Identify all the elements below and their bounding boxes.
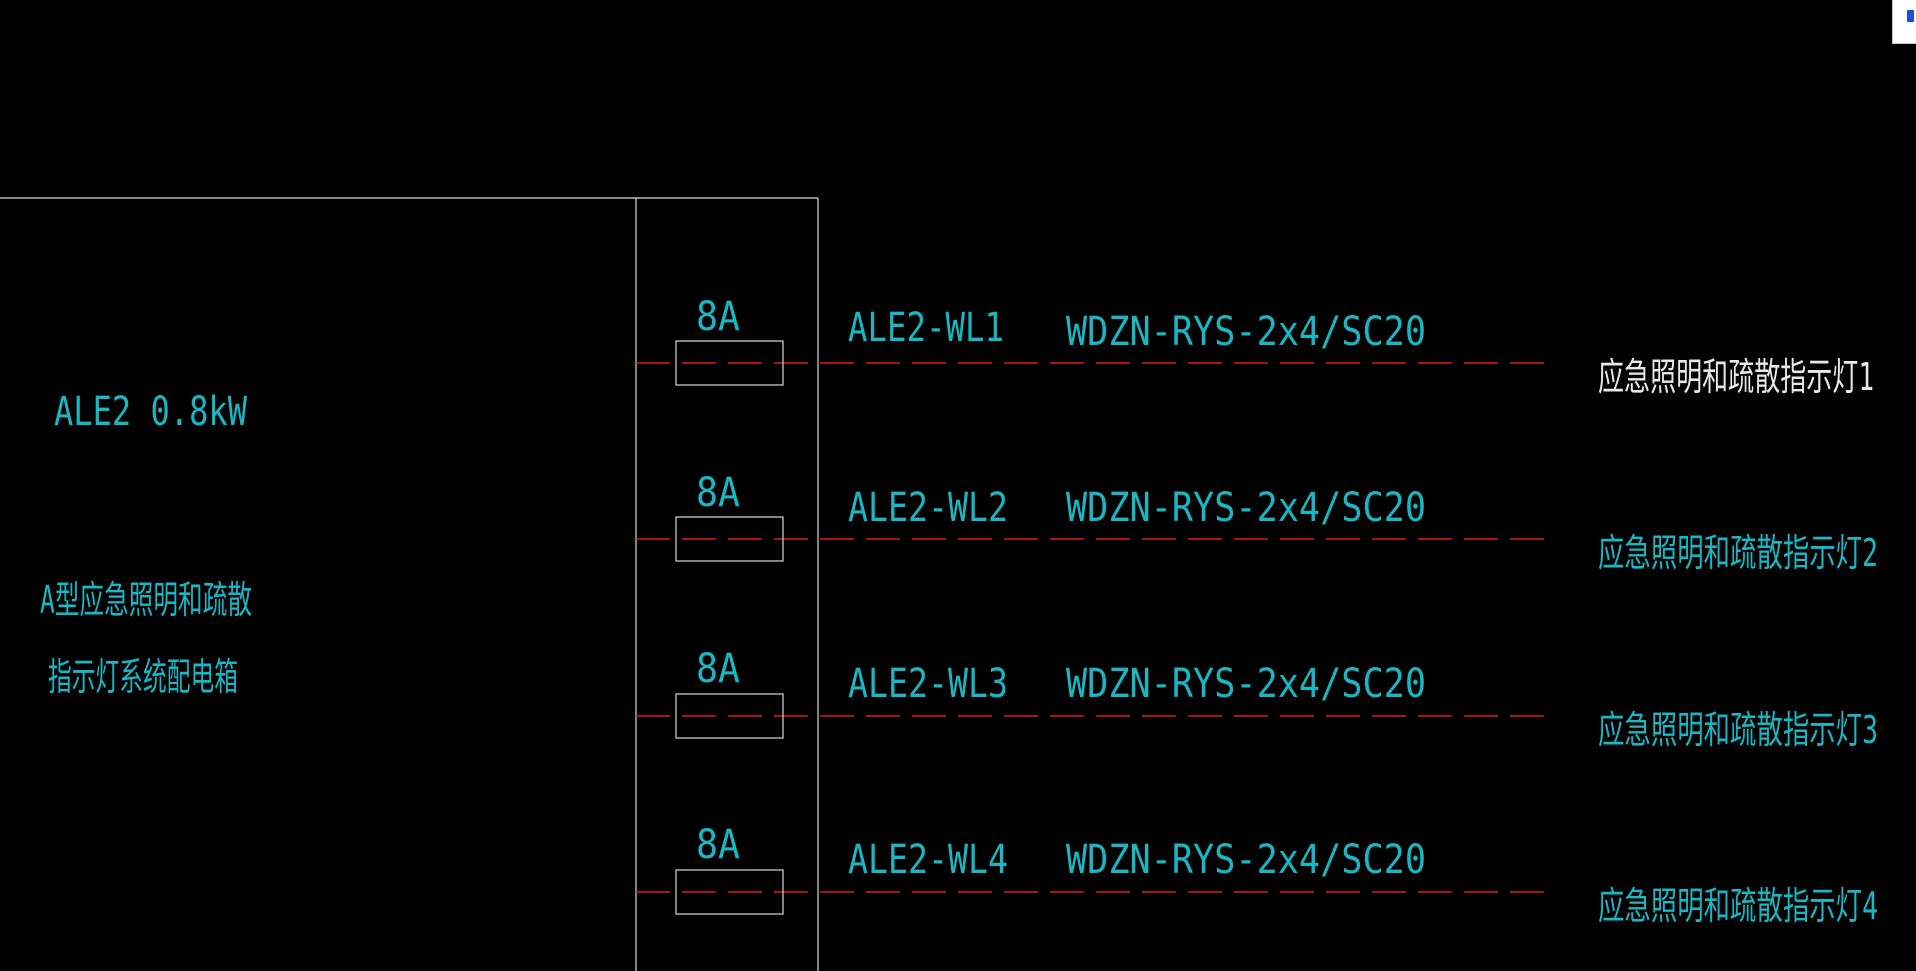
load-label: 应急照明和疏散指示灯4 [1598, 884, 1878, 928]
circuit-row: 8A ALE2-WL3 WDZN-RYS-2x4/SC20 应急照明和疏散指示灯… [636, 646, 1878, 752]
circuit-row: 8A ALE2-WL4 WDZN-RYS-2x4/SC20 应急照明和疏散指示灯… [636, 822, 1878, 928]
circuit-id: ALE2-WL2 [848, 485, 1008, 531]
circuit-row: 8A ALE2-WL1 WDZN-RYS-2x4/SC20 应急照明和疏散指示灯… [636, 294, 1874, 399]
breaker-symbol[interactable] [675, 516, 784, 562]
cable-spec: WDZN-RYS-2x4/SC20 [1066, 837, 1426, 883]
breaker-rating: 8A [696, 294, 740, 340]
circuit-id: ALE2-WL4 [848, 837, 1008, 883]
breaker-symbol[interactable] [675, 693, 784, 739]
cable-spec: WDZN-RYS-2x4/SC20 [1066, 661, 1426, 707]
viewport-corner-icon[interactable] [1892, 0, 1916, 44]
cable-spec: WDZN-RYS-2x4/SC20 [1066, 485, 1426, 531]
circuit-id: ALE2-WL1 [848, 305, 1004, 351]
panel-frame [0, 197, 819, 971]
load-label: 应急照明和疏散指示灯1 [1598, 355, 1874, 399]
corner-glyph-icon [1907, 10, 1914, 22]
breaker-symbol[interactable] [675, 869, 784, 915]
breaker-rating: 8A [696, 470, 740, 516]
panel-label: ALE2 0.8kW [54, 389, 248, 435]
cable-spec: WDZN-RYS-2x4/SC20 [1066, 309, 1426, 355]
breaker-symbol[interactable] [675, 340, 784, 386]
circuit-row: 8A ALE2-WL2 WDZN-RYS-2x4/SC20 应急照明和疏散指示灯… [636, 470, 1878, 575]
panel-description-line2: 指示灯系统配电箱 [48, 655, 238, 699]
load-label: 应急照明和疏散指示灯2 [1598, 531, 1878, 575]
load-label: 应急照明和疏散指示灯3 [1598, 708, 1878, 752]
breaker-rating: 8A [696, 646, 740, 692]
breaker-rating: 8A [696, 822, 740, 868]
panel-description-line1: A型应急照明和疏散 [40, 578, 252, 622]
circuit-id: ALE2-WL3 [848, 661, 1008, 707]
